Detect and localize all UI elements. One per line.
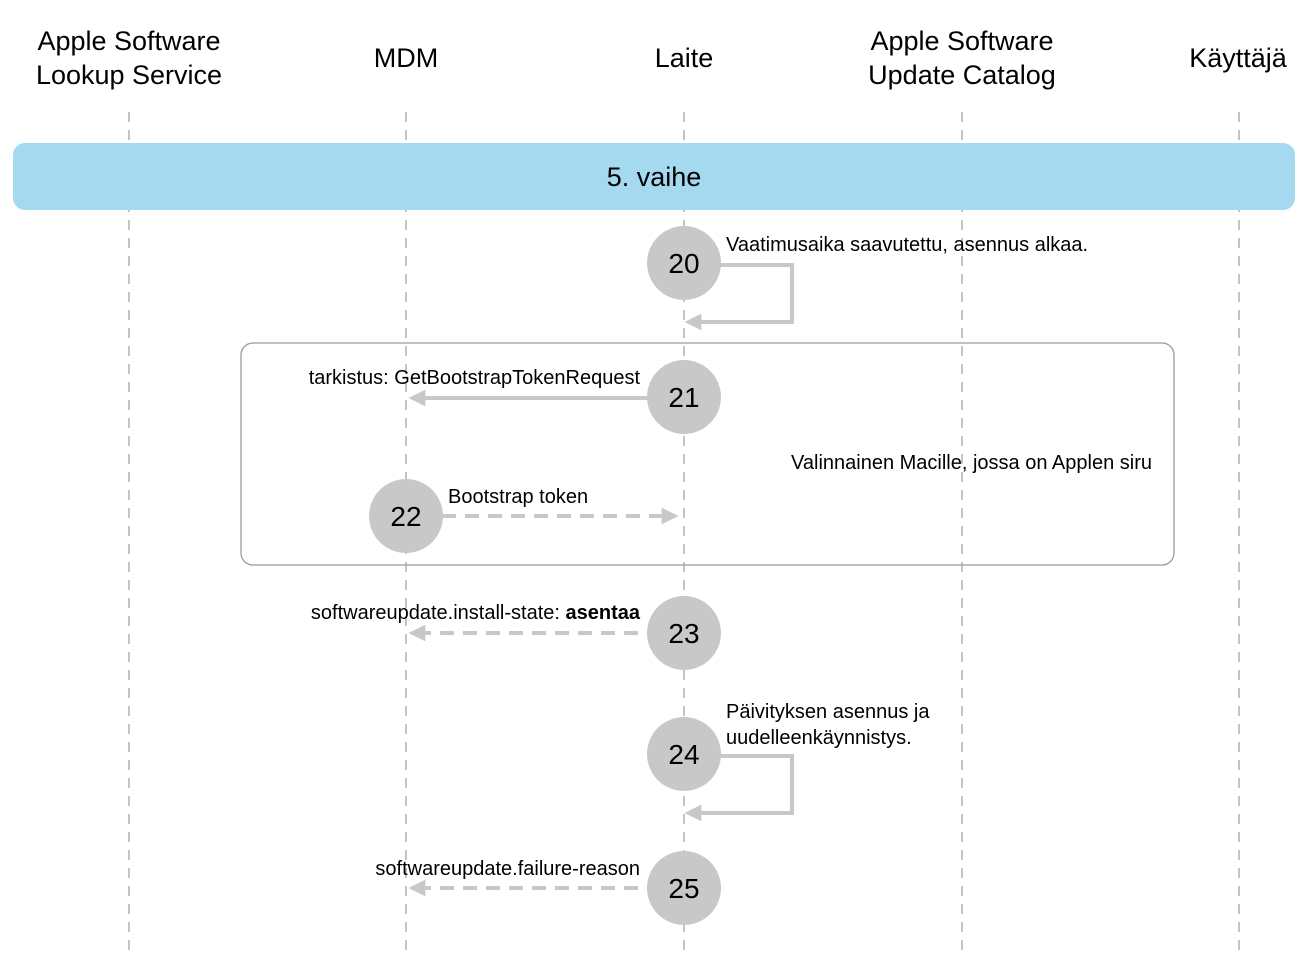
actor-label-line: Update Catalog: [868, 60, 1056, 90]
step-circle: [647, 360, 721, 434]
step-number: 22: [390, 501, 421, 532]
step-circle: [369, 479, 443, 553]
actor-device: Laite: [554, 41, 814, 75]
step-label-24-line: uudelleenkäynnistys.: [726, 727, 912, 749]
step-label-23-text: softwareupdate.install-state:: [311, 602, 566, 624]
actor-update-catalog: Apple Software Update Catalog: [832, 24, 1092, 92]
step-25: 25: [647, 851, 721, 925]
self-loop-arrow-20: [684, 263, 794, 331]
step-label-25: softwareupdate.failure-reason: [375, 858, 640, 880]
step-label-23: softwareupdate.install-state: asentaa: [311, 602, 641, 624]
actor-user: Käyttäjä: [1108, 41, 1303, 75]
phase-band: [13, 143, 1295, 210]
step-number: 24: [668, 739, 699, 770]
step-21: 21: [647, 360, 721, 434]
step-label-22: Bootstrap token: [448, 486, 588, 508]
step-circle: [647, 596, 721, 670]
step-20: 20: [647, 226, 721, 300]
step-number: 25: [668, 873, 699, 904]
actor-label-line: Apple Software: [870, 26, 1054, 56]
actor-label-line: MDM: [373, 43, 439, 73]
actor-label-line: Käyttäjä: [1189, 43, 1287, 73]
step-label-23-bold: asentaa: [566, 602, 641, 624]
step-circle: [647, 851, 721, 925]
step-24: 24: [647, 717, 721, 791]
actor-label-line: Apple Software: [37, 26, 221, 56]
optional-group-label: Valinnainen Macille, jossa on Applen sir…: [791, 452, 1152, 474]
optional-group-box: [240, 342, 1175, 566]
step-number: 23: [668, 618, 699, 649]
step-label-21: tarkistus: GetBootstrapTokenRequest: [309, 367, 641, 389]
actor-label-line: Lookup Service: [35, 60, 223, 90]
step-label-24: Päivityksen asennus ja uudelleenkäynnist…: [726, 701, 935, 749]
step-label-20: Vaatimusaika saavutettu, asennus alkaa.: [726, 234, 1088, 256]
step-circle: [647, 226, 721, 300]
step-22: 22: [369, 479, 443, 553]
actor-mdm: MDM: [276, 41, 536, 75]
step-number: 20: [668, 248, 699, 279]
actor-label-line: Laite: [654, 43, 714, 73]
phase-label: 5. vaihe: [607, 162, 702, 192]
step-23: 23: [647, 596, 721, 670]
self-loop-arrow-24: [684, 754, 794, 822]
step-number: 21: [668, 382, 699, 413]
actor-lookup-service: Apple Software Lookup Service: [0, 24, 259, 92]
step-circle: [647, 717, 721, 791]
step-label-24-line: Päivityksen asennus ja: [726, 701, 930, 723]
